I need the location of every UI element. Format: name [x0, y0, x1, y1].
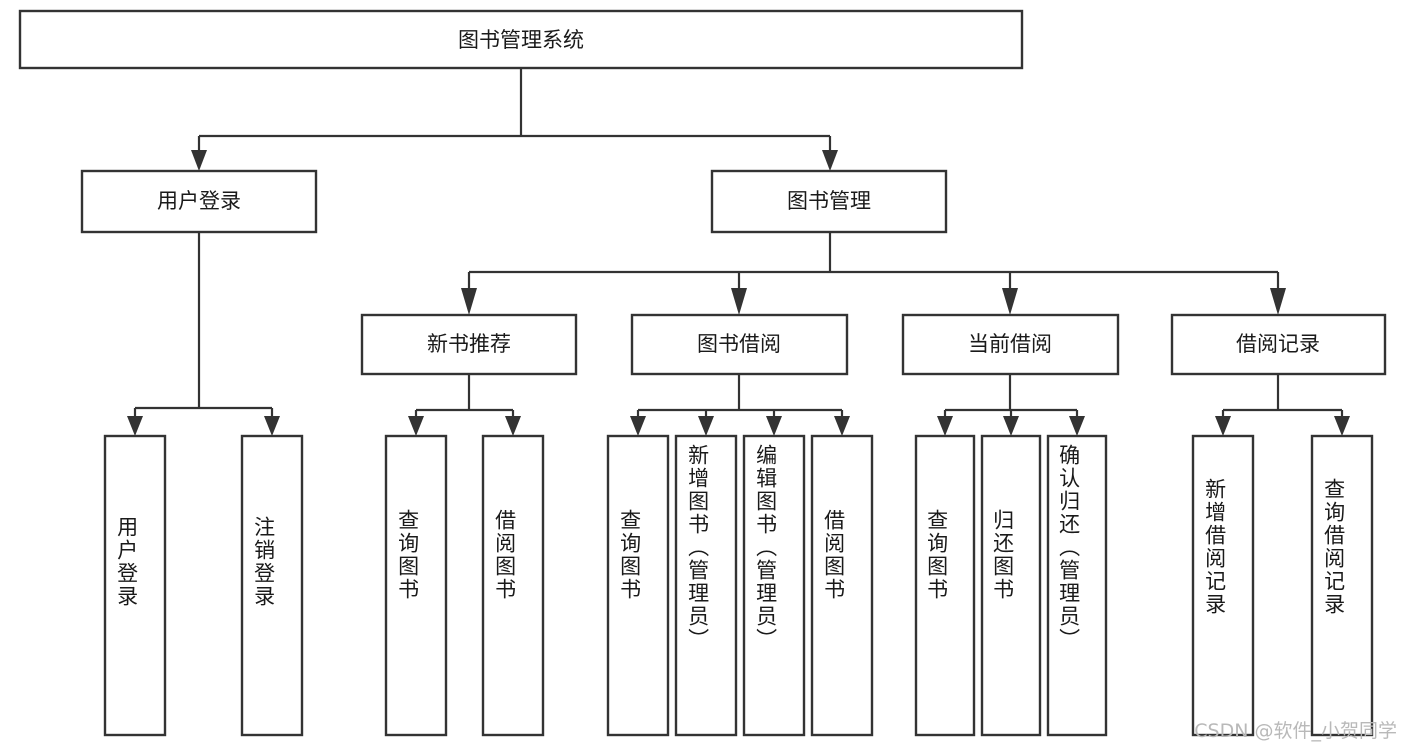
node-query-borrow-record-box[interactable] [1310, 434, 1374, 737]
arrow-head-query-book-1 [408, 416, 424, 436]
arrow-head-borrow-book-1 [505, 416, 521, 436]
node-root-label: 图书管理系统 [458, 28, 584, 52]
node-borrow-book-2-box[interactable] [810, 434, 874, 737]
arrow-head-add-book-admin [698, 416, 714, 436]
node-confirm-return-admin-box[interactable] [1046, 434, 1108, 737]
arrow-head-user-logout [264, 416, 280, 436]
node-user-login[interactable]: 用户登录 [80, 169, 318, 234]
node-query-book-1-box[interactable] [384, 434, 448, 737]
arrow-head-query-book-3 [937, 416, 953, 436]
connector-group-root [191, 68, 838, 171]
node-add-book-admin-box[interactable] [674, 434, 738, 737]
node-book-management-label: 图书管理 [787, 189, 871, 213]
connector-group-new-book-recommend [408, 374, 521, 436]
node-borrow-record[interactable]: 借阅记录 [1170, 313, 1387, 376]
arrow-head-user-login-do [127, 416, 143, 436]
arrow-head-current-borrow [1002, 288, 1018, 315]
arrow-head-query-book-2 [630, 416, 646, 436]
node-book-management[interactable]: 图书管理 [710, 169, 948, 234]
node-root-box[interactable] [18, 9, 1024, 70]
node-user-logout-box[interactable] [240, 434, 304, 737]
arrow-head-edit-book-admin [766, 416, 782, 436]
arrow-head-borrow-book-2 [834, 416, 850, 436]
arrow-head-confirm-return-admin [1069, 416, 1085, 436]
node-user-login-box[interactable] [80, 169, 318, 234]
node-new-book-recommend-label: 新书推荐 [427, 332, 511, 356]
arrow-head-borrow-record [1270, 288, 1286, 315]
node-root[interactable]: 图书管理系统 [18, 9, 1024, 70]
node-current-borrow[interactable]: 当前借阅 [901, 313, 1120, 376]
connector-group-user-login [127, 232, 280, 436]
arrow-head-query-borrow-record [1334, 416, 1350, 436]
node-add-borrow-record-box[interactable] [1191, 434, 1255, 737]
node-borrow-record-label: 借阅记录 [1236, 332, 1320, 356]
node-book-borrow-label: 图书借阅 [697, 332, 781, 356]
node-query-book-3-box[interactable] [914, 434, 976, 737]
node-current-borrow-label: 当前借阅 [968, 332, 1052, 356]
node-user-login-label: 用户登录 [157, 189, 241, 213]
node-book-borrow-box[interactable] [630, 313, 849, 376]
arrow-head-new-book-recommend [461, 288, 477, 315]
connector-group-current-borrow [937, 374, 1085, 436]
arrow-head-book-borrow [731, 288, 747, 315]
node-edit-book-admin-box[interactable] [742, 434, 806, 737]
arrow-head-user-login [191, 150, 207, 171]
node-new-book-recommend-box[interactable] [360, 313, 578, 376]
node-book-borrow[interactable]: 图书借阅 [630, 313, 849, 376]
arrow-head-book-management [822, 150, 838, 171]
node-user-login-do-box[interactable] [103, 434, 167, 737]
node-borrow-record-box[interactable] [1170, 313, 1387, 376]
arrow-head-return-book [1003, 416, 1019, 436]
node-current-borrow-box[interactable] [901, 313, 1120, 376]
connector-group-book-borrow [630, 374, 850, 436]
connector-group-book-management [461, 232, 1286, 315]
node-query-book-2-box[interactable] [606, 434, 670, 737]
watermark-text: CSDN @软件_小贺同学 [1194, 720, 1397, 742]
connector-group-borrow-record [1215, 374, 1350, 436]
node-book-management-box[interactable] [710, 169, 948, 234]
node-return-book-box[interactable] [980, 434, 1042, 737]
node-borrow-book-1-box[interactable] [481, 434, 545, 737]
node-new-book-recommend[interactable]: 新书推荐 [360, 313, 578, 376]
arrow-head-add-borrow-record [1215, 416, 1231, 436]
